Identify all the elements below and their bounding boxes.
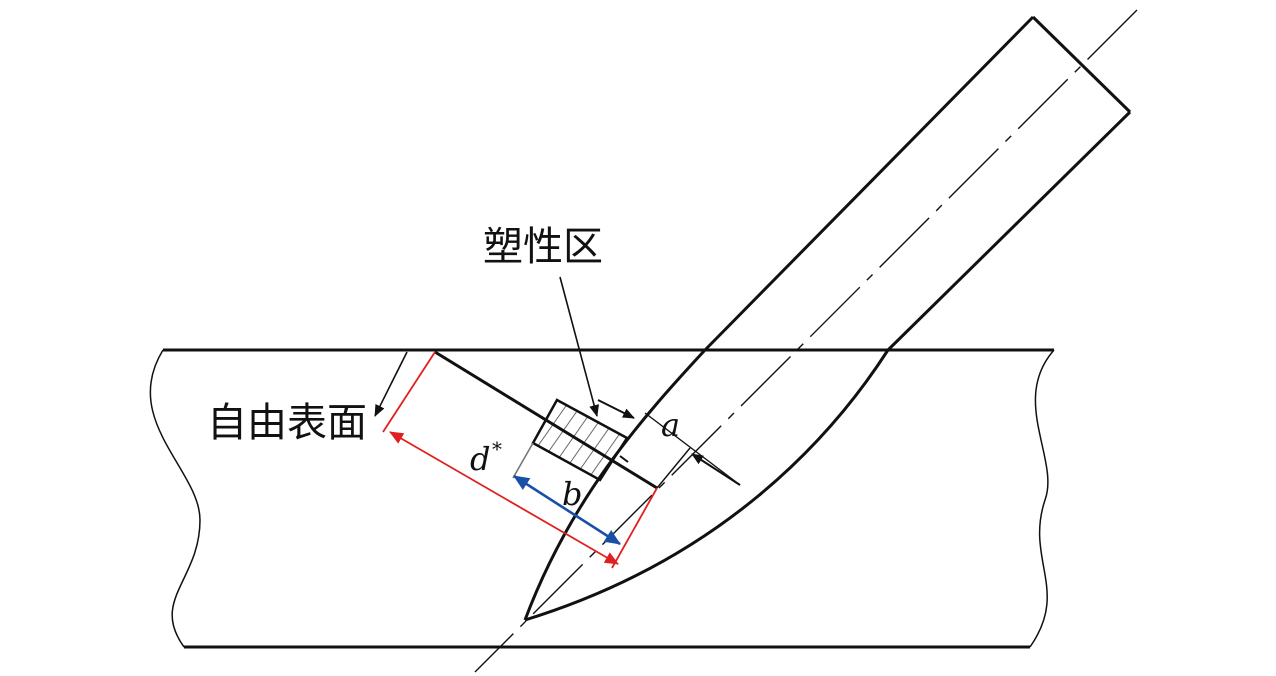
member-centerline <box>474 9 1138 673</box>
dim-b-label: b <box>562 475 582 513</box>
b-dimension-arrow <box>513 474 621 546</box>
plastic-zone-leader <box>559 276 600 417</box>
member-lower-edge <box>886 110 1132 352</box>
free-surface-leader <box>374 351 408 417</box>
a-extension-top <box>644 412 741 486</box>
member-end-cap <box>1031 15 1132 114</box>
inclined-crack-line <box>434 350 658 490</box>
leader-lines <box>374 276 600 417</box>
plastic-zone-lower-bound-gray <box>512 442 534 479</box>
a-arrow-right <box>691 453 741 486</box>
member-upper-edge <box>703 15 1035 352</box>
plate-left-break-line <box>149 349 201 648</box>
inclined-member <box>474 9 1138 673</box>
crack-plane-lines <box>434 350 741 490</box>
dim-d-label: d <box>470 440 490 478</box>
free-surface-label: 自由表面 <box>207 400 367 446</box>
plate-right-break-line <box>1029 349 1055 648</box>
zone-tick-right <box>619 455 629 463</box>
weld-root-left-curve <box>523 348 707 621</box>
base-plate <box>149 348 1055 649</box>
plastic-zone-label: 塑性区 <box>483 224 603 270</box>
d-extension-left <box>382 351 436 433</box>
dimension-d-star <box>382 351 658 569</box>
a-extension-bottom <box>656 447 691 489</box>
dimension-a <box>597 399 741 486</box>
weld-root-right-curve <box>524 349 890 622</box>
dim-d-superscript: * <box>492 437 502 461</box>
a-arrow-left <box>597 399 635 419</box>
dim-a-label: a <box>661 406 680 444</box>
d-extension-right <box>611 487 658 569</box>
dimension-b <box>513 474 621 546</box>
